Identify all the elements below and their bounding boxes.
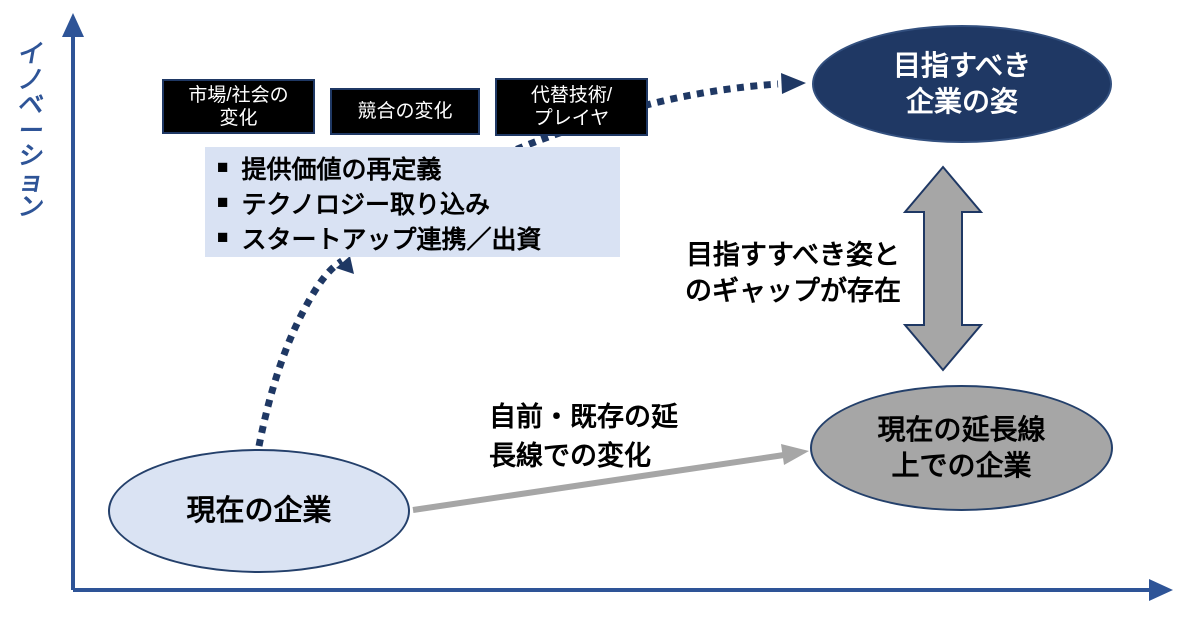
extension-path-line2: 長線での変化 [489, 441, 651, 471]
initiative-item-label: テクノロジー取り込み [241, 190, 490, 219]
driver-box-market-line1: 市場/社会の [188, 84, 289, 106]
driver-box-alt-tech-line1: 代替技術/ [530, 85, 613, 106]
bullet-square-icon: ■ [217, 156, 229, 178]
initiative-item: ■ 提供価値の再定義 [215, 150, 620, 185]
driver-box-competitors: 競合の変化 [330, 88, 480, 135]
x-axis-arrowhead-icon [1149, 579, 1173, 601]
gap-annotation-line1: 目指すすべき姿と [685, 240, 901, 270]
extension-path-line1: 自前・既存の延 [489, 402, 678, 432]
extension-company-line1: 現在の延長線 [877, 414, 1046, 445]
initiative-item-label: スタートアップ連携／出資 [241, 225, 542, 254]
initiative-item: ■ スタートアップ連携／出資 [215, 220, 620, 255]
y-axis-label: イノベーション [16, 40, 47, 221]
gap-annotation: 目指すすべき姿と のギャップが存在 [672, 237, 914, 309]
extension-company-ellipse: 現在の延長線 上での企業 [810, 385, 1113, 511]
driver-box-competitors-line1: 競合の変化 [357, 101, 453, 122]
current-company-ellipse: 現在の企業 [108, 449, 410, 573]
dotted-curve-arrowhead-icon [336, 256, 354, 274]
initiatives-panel: ■ 提供価値の再定義 ■ テクノロジー取り込み ■ スタートアップ連携／出資 [205, 147, 620, 257]
extension-company-line2: 上での企業 [891, 450, 1032, 481]
bullet-square-icon: ■ [217, 191, 229, 213]
initiative-item: ■ テクノロジー取り込み [215, 185, 620, 220]
target-state-ellipse: 目指すべき 企業の姿 [812, 25, 1112, 143]
dotted-curve-target-arrowhead-icon [781, 73, 806, 94]
bullet-square-icon: ■ [217, 226, 229, 248]
driver-box-market-line2: 変化 [219, 107, 258, 129]
dotted-curve-current-to-initiatives [255, 258, 344, 447]
initiative-item-label: 提供価値の再定義 [241, 155, 442, 184]
target-state-line2: 企業の姿 [905, 86, 1018, 117]
extension-path-annotation: 自前・既存の延 長線での変化 [489, 398, 678, 476]
extension-arrow-line [412, 452, 785, 513]
driver-box-alt-tech-line2: プレイヤ [533, 108, 610, 129]
gap-double-arrow-icon [902, 165, 984, 372]
y-axis-arrowhead-icon [62, 13, 84, 37]
dotted-curve-drivers-to-target [466, 80, 779, 177]
gap-annotation-line2: のギャップが存在 [685, 276, 901, 306]
driver-box-market: 市場/社会の 変化 [162, 79, 315, 134]
driver-box-alt-tech: 代替技術/ プレイヤ [495, 78, 648, 136]
target-state-line1: 目指すべき [892, 50, 1032, 81]
current-company-label: 現在の企業 [186, 495, 332, 527]
extension-arrow-head-icon [781, 444, 809, 465]
